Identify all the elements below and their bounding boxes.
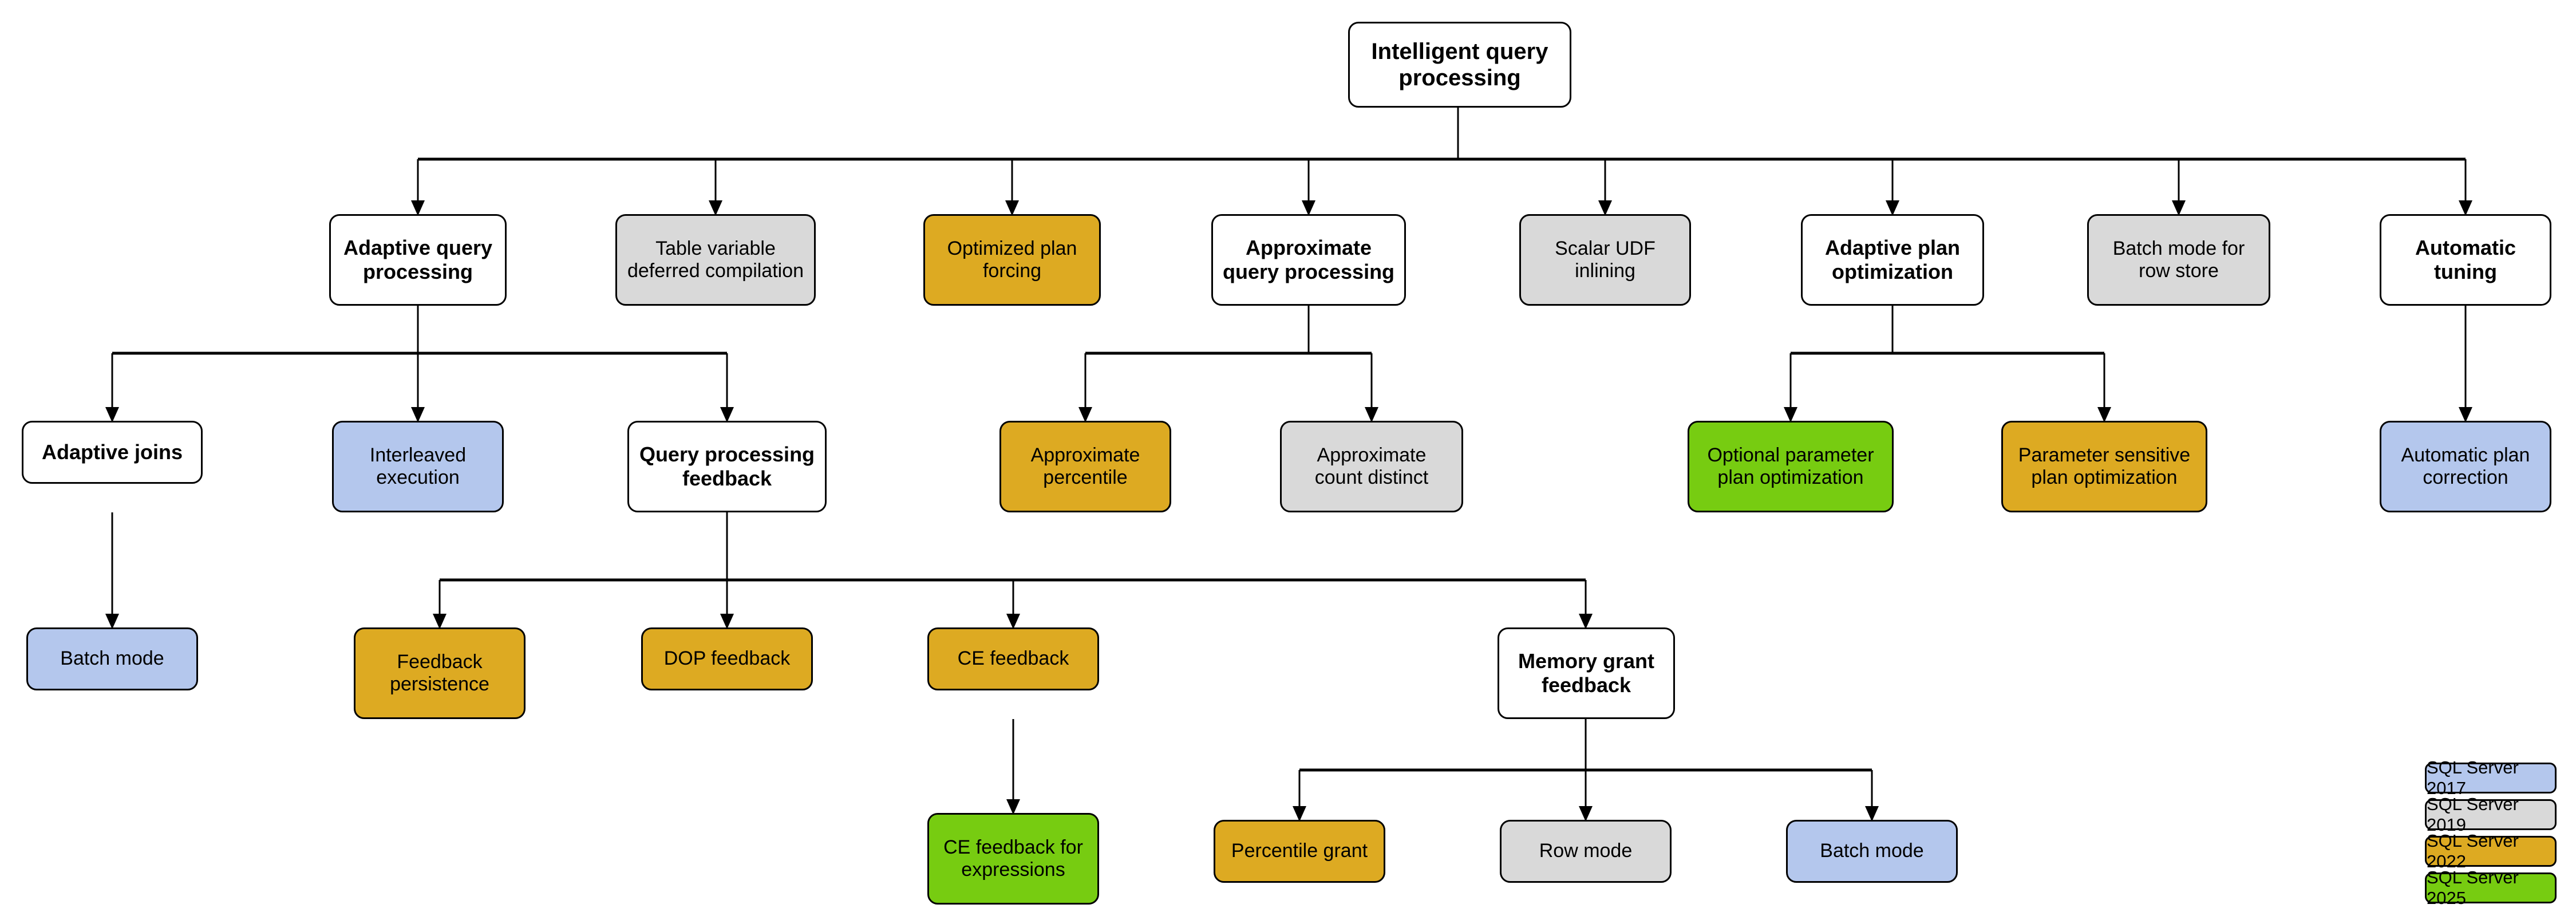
node-approximate-percentile[interactable]: Approximate percentile <box>999 421 1171 512</box>
node-approximate-query-processing[interactable]: Approximate query processing <box>1211 214 1406 306</box>
node-query-processing-feedback[interactable]: Query processing feedback <box>627 421 827 512</box>
node-scalar-udf-inlining[interactable]: Scalar UDF inlining <box>1519 214 1691 306</box>
legend-label: SQL Server 2022 <box>2427 831 2519 871</box>
legend-item-sql-server-2022: SQL Server 2022 <box>2425 831 2557 871</box>
legend-label: SQL Server 2025 <box>2427 867 2519 908</box>
node-batch-mode-adaptive-joins[interactable]: Batch mode <box>26 627 198 690</box>
node-automatic-plan-correction[interactable]: Automatic plan correction <box>2380 421 2551 512</box>
node-adaptive-plan-optimization[interactable]: Adaptive plan optimization <box>1801 214 1984 306</box>
legend-item-sql-server-2025: SQL Server 2025 <box>2425 867 2557 908</box>
node-approximate-count-distinct[interactable]: Approximate count distinct <box>1280 421 1463 512</box>
node-adaptive-joins[interactable]: Adaptive joins <box>22 421 203 484</box>
legend-item-sql-server-2019: SQL Server 2019 <box>2425 794 2557 835</box>
node-batch-mode-memory-grant[interactable]: Batch mode <box>1786 820 1958 883</box>
node-optional-parameter-plan-optimization[interactable]: Optional parameter plan optimization <box>1688 421 1894 512</box>
node-row-mode[interactable]: Row mode <box>1500 820 1672 883</box>
node-ce-feedback-for-expressions[interactable]: CE feedback for expressions <box>927 813 1099 905</box>
node-feedback-persistence[interactable]: Feedback persistence <box>354 627 526 719</box>
node-dop-feedback[interactable]: DOP feedback <box>641 627 813 690</box>
node-interleaved-execution[interactable]: Interleaved execution <box>332 421 504 512</box>
legend-label: SQL Server 2017 <box>2427 757 2519 798</box>
node-memory-grant-feedback[interactable]: Memory grant feedback <box>1498 627 1675 719</box>
legend-label: SQL Server 2019 <box>2427 794 2519 835</box>
node-automatic-tuning[interactable]: Automatic tuning <box>2380 214 2551 306</box>
node-percentile-grant[interactable]: Percentile grant <box>1214 820 1385 883</box>
node-intelligent-query-processing[interactable]: Intelligent query processing <box>1348 22 1571 108</box>
node-adaptive-query-processing[interactable]: Adaptive query processing <box>329 214 507 306</box>
node-batch-mode-for-row-store[interactable]: Batch mode for row store <box>2087 214 2270 306</box>
legend: SQL Server 2017 SQL Server 2019 SQL Serv… <box>2425 757 2557 908</box>
node-table-variable-deferred-compilation[interactable]: Table variable deferred compilation <box>615 214 816 306</box>
node-parameter-sensitive-plan-optimization[interactable]: Parameter sensitive plan optimization <box>2001 421 2207 512</box>
node-optimized-plan-forcing[interactable]: Optimized plan forcing <box>923 214 1101 306</box>
legend-item-sql-server-2017: SQL Server 2017 <box>2425 757 2557 798</box>
node-ce-feedback[interactable]: CE feedback <box>927 627 1099 690</box>
